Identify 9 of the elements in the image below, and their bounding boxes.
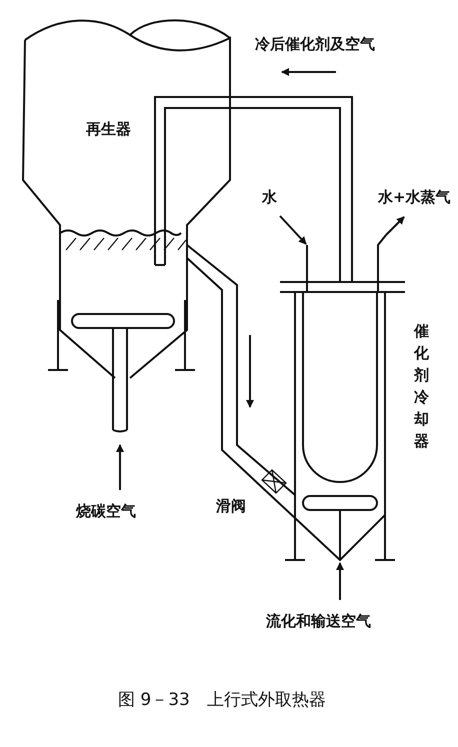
part-label: 再生器 [86,120,131,139]
flow-label: 水 [262,188,277,207]
flow-label: 烧碳空气 [76,502,136,521]
part-label: 催化剂冷却器 [414,321,430,452]
flow-label: 冷后催化剂及空气 [255,35,375,54]
flow-label: 流化和输送空气 [266,612,371,631]
figure-caption: 图 9－33 上行式外取热器 [118,689,326,711]
flow-label: 水+水蒸气 [378,188,451,207]
part-label: 滑阀 [216,497,246,516]
